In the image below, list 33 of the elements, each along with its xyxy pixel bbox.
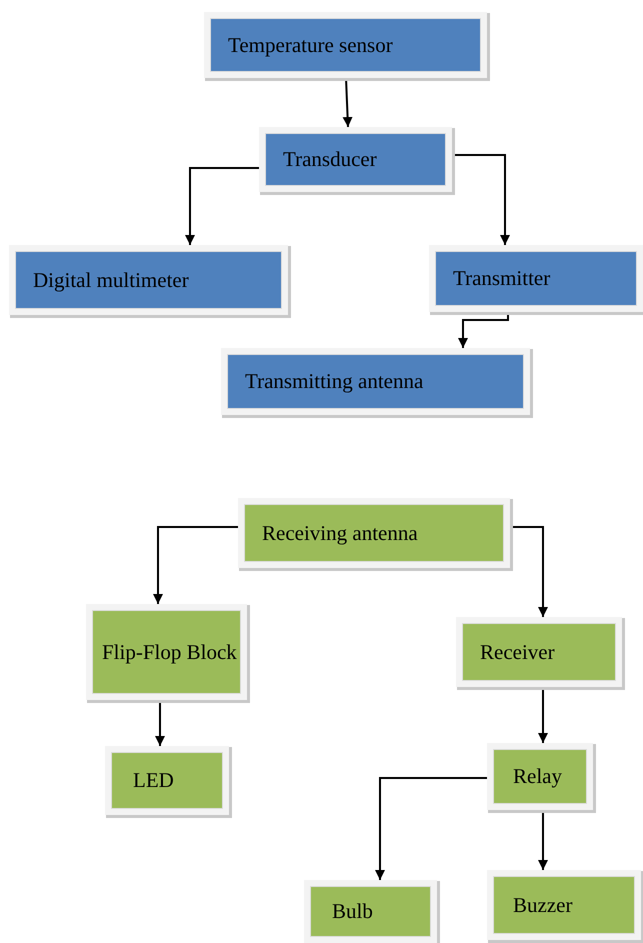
- box-label: Transmitting antenna: [245, 368, 424, 396]
- box-label: Receiver: [480, 638, 555, 666]
- process-box: [487, 743, 593, 810]
- process-box: [429, 245, 643, 312]
- box-label: Temperature sensor: [228, 32, 393, 59]
- box-label: Digital multimeter: [33, 266, 189, 294]
- process-box: [456, 617, 622, 687]
- process-box: [204, 12, 487, 78]
- box-label: Relay: [513, 763, 562, 790]
- box-label: Transmitter: [453, 265, 550, 292]
- box-label: Buzzer: [513, 892, 572, 919]
- arrow: [458, 312, 509, 348]
- arrow: [452, 154, 510, 245]
- process-box: [105, 746, 229, 815]
- arrow: [510, 526, 548, 617]
- box-label: Bulb: [332, 898, 373, 926]
- arrow: [538, 810, 548, 870]
- box-label: LED: [133, 767, 174, 794]
- arrow: [185, 167, 259, 245]
- box-label: Transducer: [283, 146, 377, 174]
- process-box: [304, 880, 437, 943]
- process-box: [86, 604, 247, 700]
- arrow: [153, 526, 238, 604]
- process-box: [259, 127, 452, 192]
- arrow: [375, 777, 487, 880]
- arrow: [155, 700, 165, 746]
- process-box: [487, 870, 641, 940]
- arrow: [538, 687, 548, 743]
- box-label: Flip-Flop Block: [102, 638, 237, 666]
- process-box: [221, 348, 530, 415]
- box-label: Receiving antenna: [262, 520, 418, 547]
- process-box: [238, 498, 510, 568]
- process-box: [9, 245, 288, 315]
